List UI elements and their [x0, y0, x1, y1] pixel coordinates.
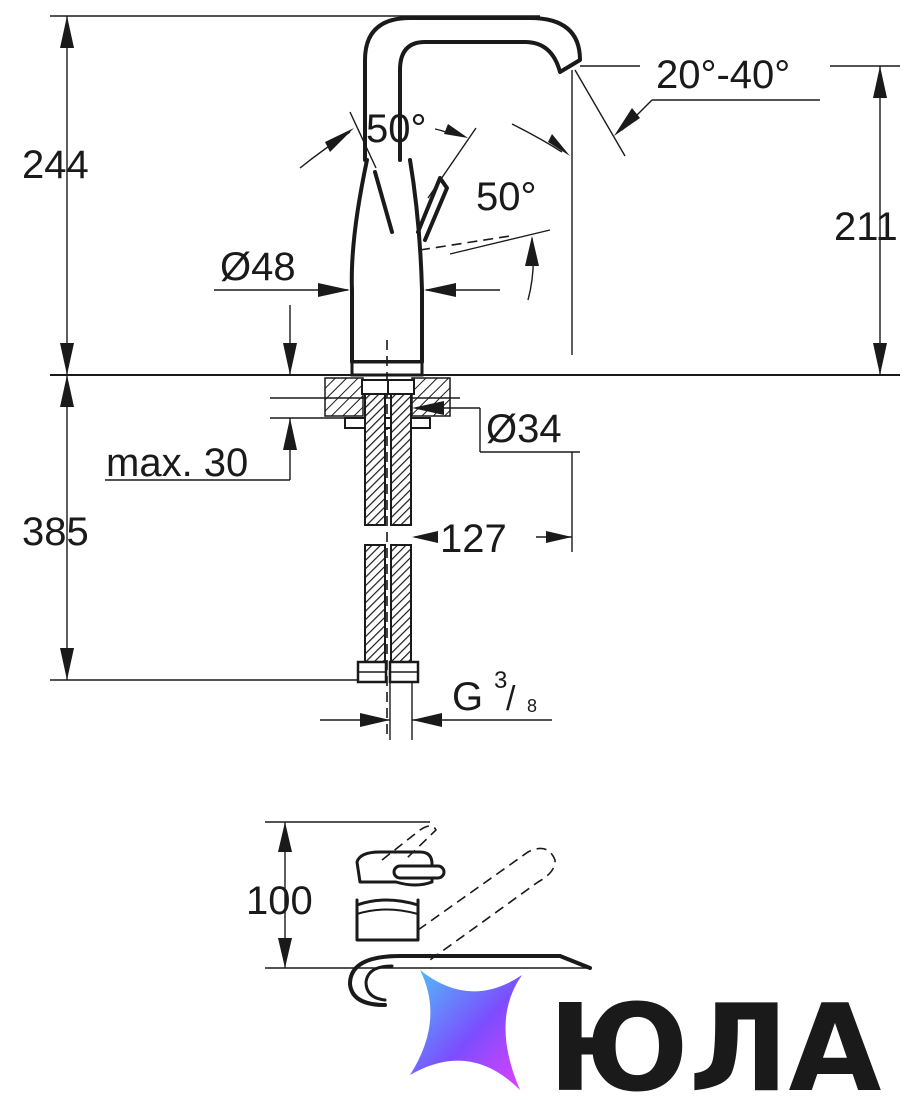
- logo-star-icon: [410, 970, 522, 1090]
- plan-view: 100: [246, 821, 592, 1007]
- dimension-body-diameter: Ø48: [214, 245, 500, 297]
- dimension-244: 244: [22, 15, 540, 375]
- hole-diameter-label: Ø34: [486, 407, 562, 451]
- thread-prefix-label: G: [452, 675, 483, 719]
- dimension-lever-top-angle: 50°: [299, 107, 477, 199]
- supply-hoses: [356, 379, 420, 684]
- dimension-lever-side-angle: 50°: [419, 175, 551, 301]
- dim-211-label: 211: [834, 205, 898, 249]
- dimension-max-30: max. 30: [105, 305, 297, 485]
- dimension-thread: G 3 / 8: [320, 667, 552, 740]
- dimension-385: 385: [22, 375, 360, 681]
- lever-top-angle-label: 50°: [366, 107, 427, 151]
- dimension-211: 211: [830, 65, 900, 375]
- body-diameter-label: Ø48: [220, 245, 296, 289]
- thread-denominator-label: 8: [527, 696, 537, 716]
- plan-depth-label: 100: [246, 879, 313, 923]
- dimension-spout-reach: 127: [412, 452, 573, 561]
- front-view: 244 385 211: [22, 15, 900, 740]
- logo-text: ЮЛА: [548, 980, 882, 1100]
- thread-numerator-label: 3: [494, 667, 507, 694]
- swivel-angle-label: 20°-40°: [656, 53, 790, 97]
- dim-385-label: 385: [22, 510, 89, 554]
- dim-244-label: 244: [22, 143, 89, 187]
- thread-slash: /: [506, 680, 516, 718]
- spout-reach-label: 127: [440, 517, 507, 561]
- dimension-hole-diameter: Ø34: [412, 401, 580, 453]
- max-30-label: max. 30: [106, 441, 248, 485]
- faucet-body: [349, 16, 582, 740]
- yula-logo: ЮЛА: [410, 970, 882, 1100]
- dimension-swivel-angle: 20°-40°: [511, 53, 820, 157]
- lever-side-angle-label: 50°: [476, 175, 537, 219]
